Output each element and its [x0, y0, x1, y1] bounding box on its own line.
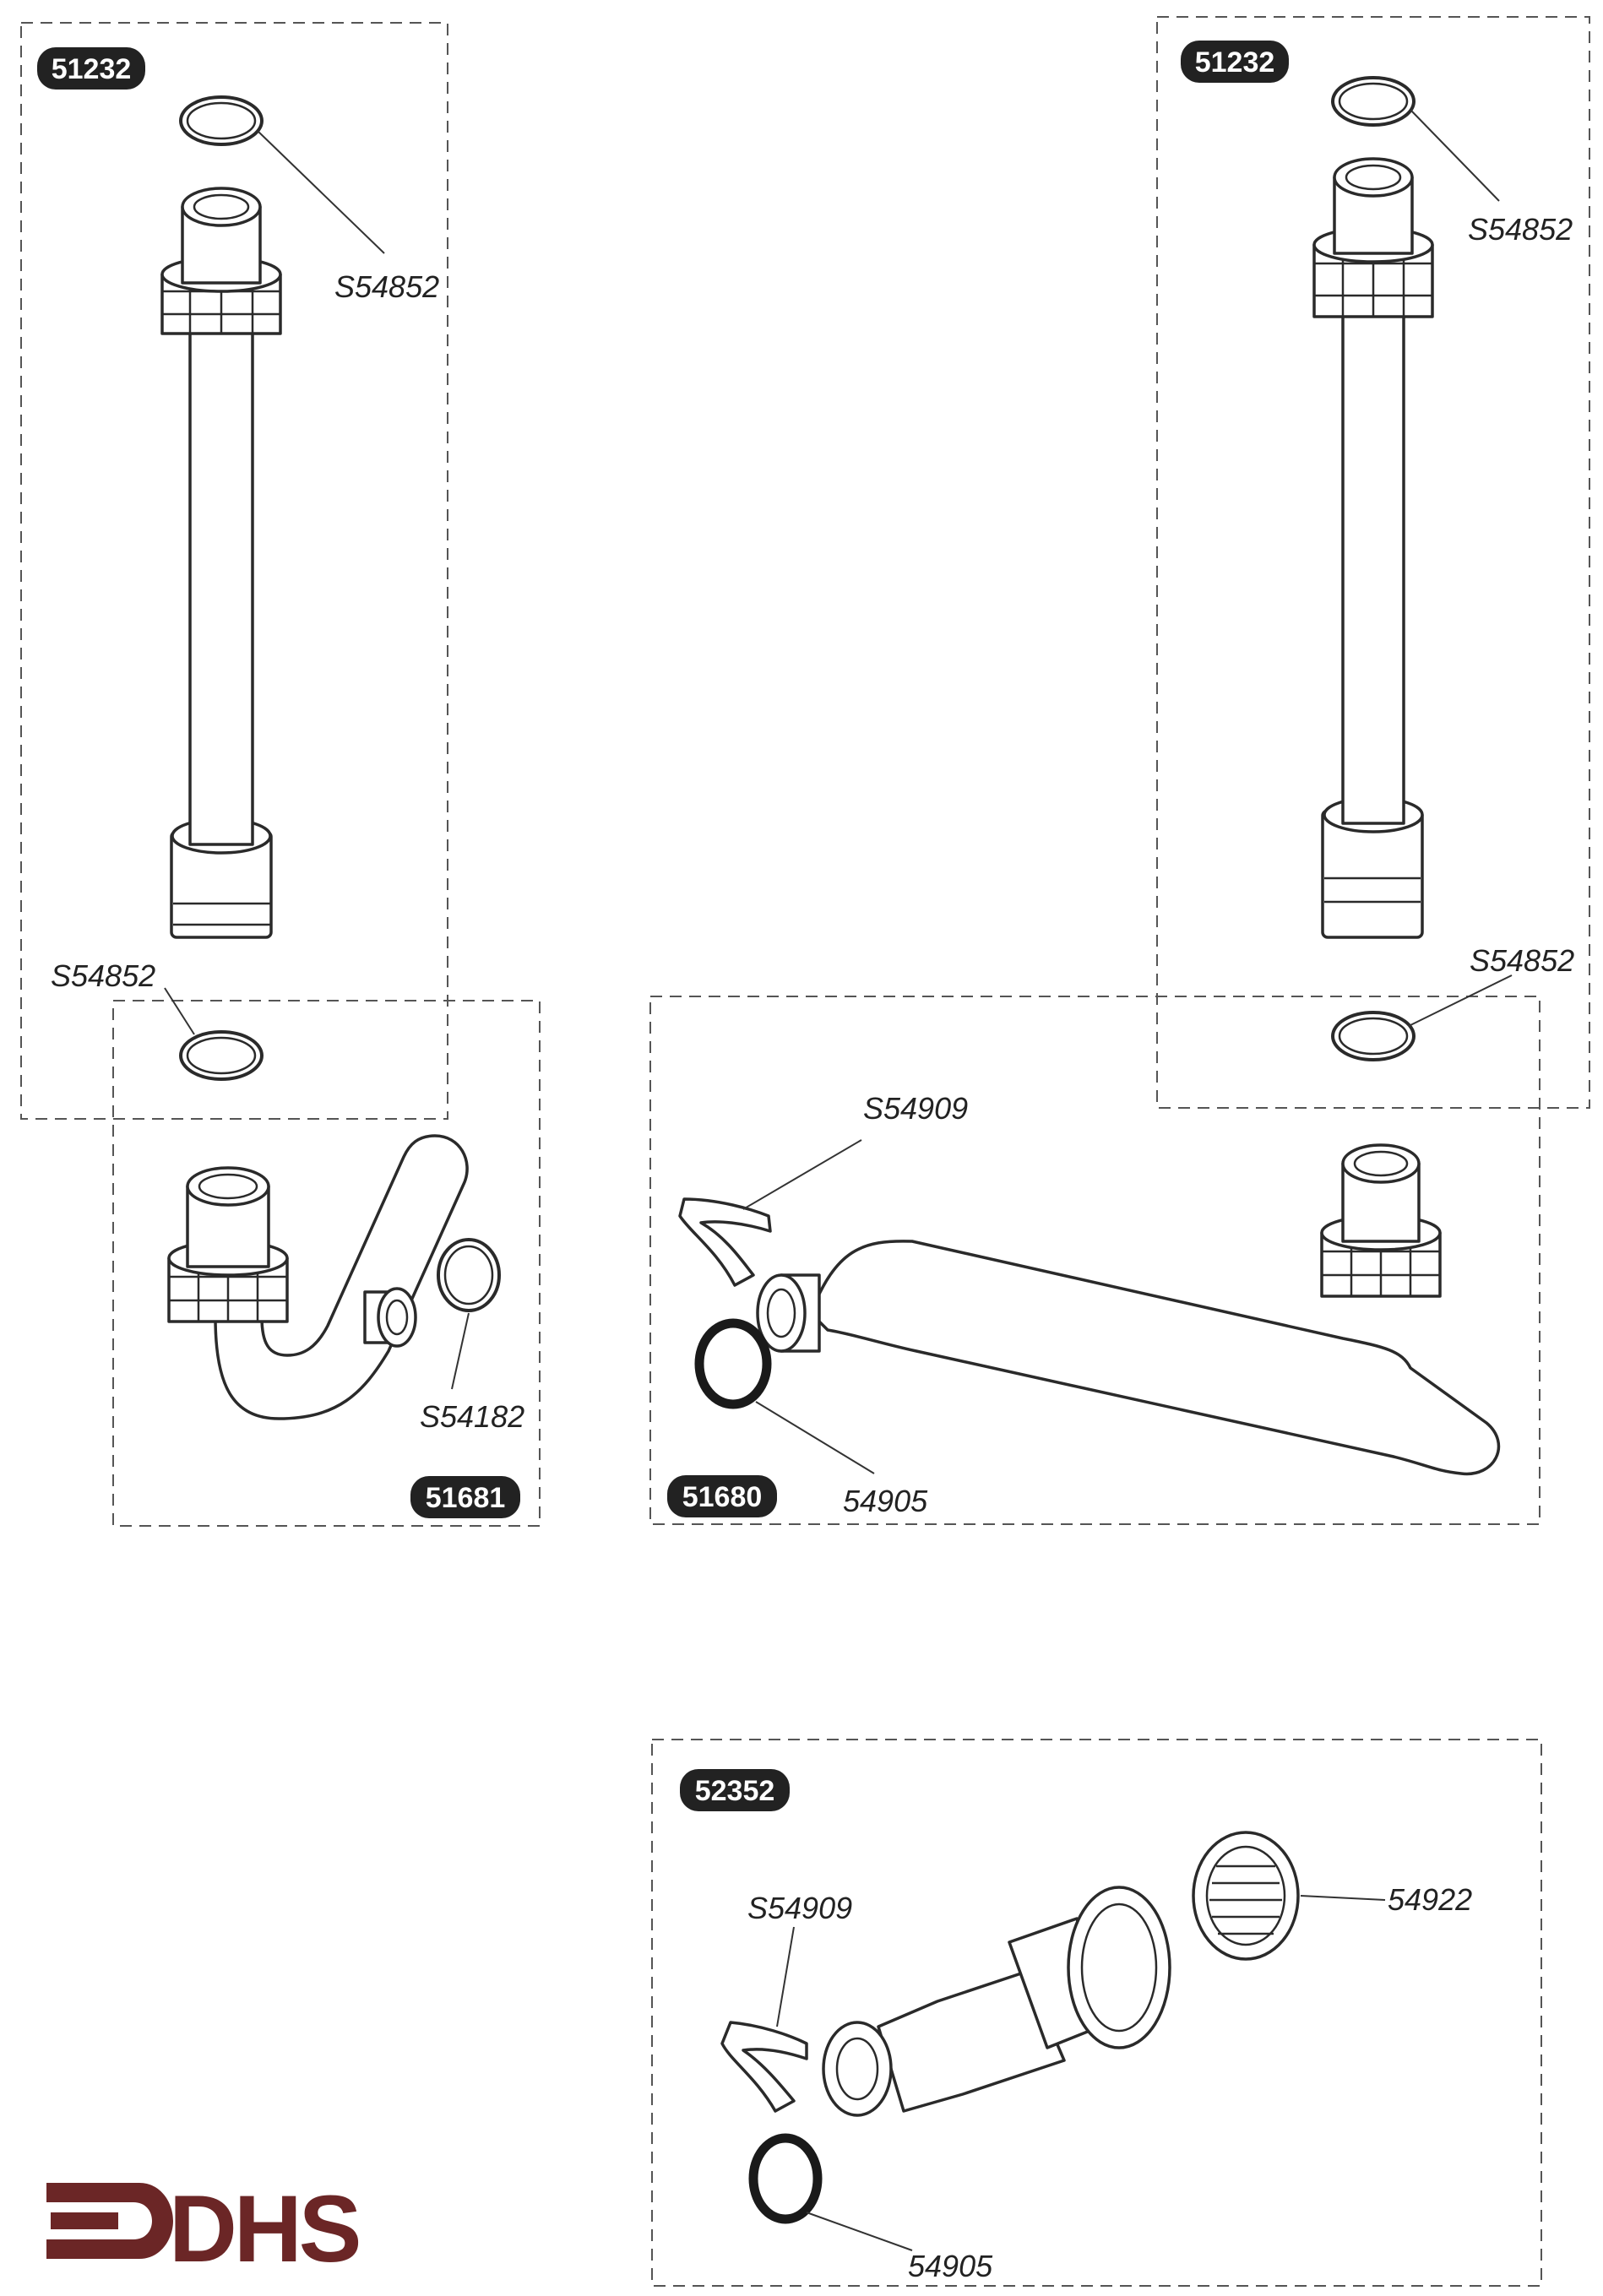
part-badge-label: 51232	[1195, 46, 1275, 79]
o-ring-54905-a	[694, 1318, 772, 1409]
callout-s54909-b: S54909	[747, 1891, 852, 1925]
o-ring-51681	[437, 1238, 501, 1312]
group-frame-51680	[649, 996, 1541, 1525]
part-badge-label: 51680	[682, 1481, 763, 1513]
o-ring-54905-b	[748, 2133, 823, 2224]
callout-54922: 54922	[1388, 1882, 1472, 1917]
callout-s54852-left-bottom: S54852	[51, 958, 155, 993]
part-badge-label: 51232	[52, 53, 132, 85]
callout-54905-a: 54905	[843, 1484, 928, 1518]
part-badge-51232-right	[1181, 41, 1289, 83]
part-badge-label: 51681	[426, 1482, 506, 1514]
o-ring-bottom-left	[179, 1030, 264, 1081]
group-frame-51681	[112, 1000, 541, 1527]
part-badge-52352	[680, 1769, 790, 1811]
callout-s54182: S54182	[420, 1399, 524, 1434]
o-ring-bottom-right	[1331, 1011, 1416, 1061]
group-frame-51232-right	[1156, 16, 1590, 1109]
trap-51681	[167, 1134, 501, 1420]
o-ring-top-left	[179, 95, 264, 146]
callout-s54852-right-top: S54852	[1468, 212, 1573, 247]
strainer-54922	[1192, 1831, 1300, 1961]
tailpiece-right	[1312, 76, 1434, 1061]
group-frame-51232-left	[20, 22, 448, 1120]
leader-lines	[164, 109, 1513, 2251]
part-badge-51232-left	[37, 47, 145, 90]
part-badge-label: 52352	[695, 1775, 775, 1807]
callout-s54852-right-bottom: S54852	[1470, 943, 1574, 978]
callout-s54909-a: S54909	[863, 1091, 968, 1126]
o-ring-top-right	[1331, 76, 1416, 127]
tailpiece-left	[160, 95, 282, 1081]
logo-mark-icon	[46, 2183, 173, 2259]
dhs-logo: DHS	[46, 2176, 362, 2282]
adapter-52352	[720, 1831, 1300, 2224]
bend-51680	[678, 1143, 1501, 1476]
clip-s54909-b	[720, 2021, 808, 2113]
callout-s54852-left-top: S54852	[334, 269, 439, 304]
part-badge-51681	[410, 1476, 520, 1518]
part-badge-51680	[667, 1475, 777, 1517]
slip-nut-52352	[1067, 1886, 1171, 2049]
clip-s54909-a	[678, 1197, 772, 1287]
callout-54905-b: 54905	[908, 2249, 993, 2283]
logo-wordmark: DHS	[169, 2176, 359, 2282]
